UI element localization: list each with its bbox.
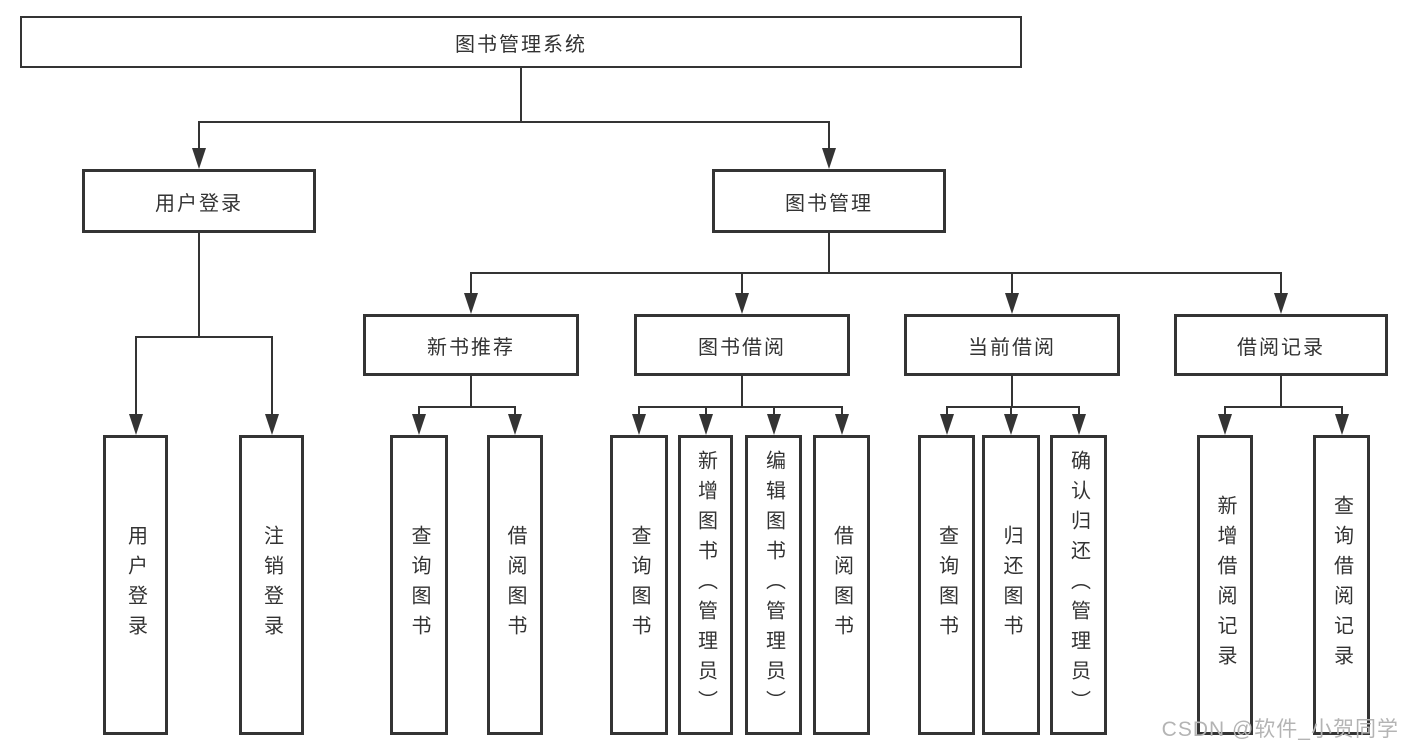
arrow-down-icon xyxy=(698,414,713,435)
node-leaf-add-book: 新增图书（管理员） xyxy=(678,435,733,735)
connector-line xyxy=(1011,376,1013,407)
connector-line xyxy=(470,272,1282,274)
node-new-book-recommend: 新书推荐 xyxy=(363,314,579,376)
node-user-login-group: 用户登录 xyxy=(82,169,316,233)
connector-line xyxy=(1224,406,1343,408)
node-leaf-query-books-a: 查询图书 xyxy=(390,435,448,735)
node-leaf-user-login: 用户登录 xyxy=(103,435,168,735)
node-leaf-logout: 注销登录 xyxy=(239,435,304,735)
connector-line xyxy=(1280,273,1282,297)
connector-line xyxy=(945,406,1080,408)
node-leaf-borrow-books-b: 借阅图书 xyxy=(813,435,870,735)
connector-line xyxy=(1224,407,1226,418)
connector-line xyxy=(198,233,200,337)
connector-line xyxy=(198,121,830,123)
node-leaf-query-borrow-record: 查询借阅记录 xyxy=(1313,435,1370,735)
csdn-watermark: CSDN @软件_小贺同学 xyxy=(1161,718,1399,741)
connector-line xyxy=(1340,407,1343,418)
connector-line xyxy=(418,406,516,408)
connector-line xyxy=(470,273,472,297)
arrow-down-icon xyxy=(735,293,749,314)
arrow-down-icon xyxy=(834,414,849,435)
node-leaf-edit-book: 编辑图书（管理员） xyxy=(745,435,802,735)
arrow-down-icon xyxy=(766,414,781,435)
connector-line xyxy=(198,122,200,152)
connector-line xyxy=(134,336,273,338)
arrow-down-icon xyxy=(464,293,478,314)
connector-line xyxy=(741,376,743,407)
arrow-down-icon xyxy=(1004,414,1018,435)
arrow-down-icon xyxy=(1274,293,1288,314)
connector-line xyxy=(1280,376,1282,407)
connector-line xyxy=(1011,273,1013,297)
arrow-down-icon xyxy=(128,414,143,435)
connector-line xyxy=(945,407,948,418)
connector-line xyxy=(638,407,640,418)
connector-line xyxy=(840,407,843,418)
arrow-down-icon xyxy=(632,414,646,435)
connector-line xyxy=(470,376,472,407)
arrow-down-icon xyxy=(939,414,954,435)
node-current-borrowing: 当前借阅 xyxy=(904,314,1120,376)
node-leaf-return-book: 归还图书 xyxy=(982,435,1040,735)
connector-line xyxy=(134,337,137,418)
arrow-down-icon xyxy=(1334,414,1349,435)
arrow-down-icon xyxy=(822,148,836,169)
node-leaf-borrow-books-a: 借阅图书 xyxy=(487,435,543,735)
node-book-management: 图书管理 xyxy=(712,169,946,233)
arrow-down-icon xyxy=(412,414,426,435)
connector-line xyxy=(828,122,830,152)
connector-line xyxy=(418,407,420,418)
connector-line xyxy=(514,407,516,418)
connector-line xyxy=(704,407,707,418)
connector-line xyxy=(741,273,743,297)
arrow-down-icon xyxy=(1071,414,1086,435)
connector-line xyxy=(520,68,522,122)
connector-line xyxy=(828,233,830,273)
connector-line xyxy=(638,406,843,408)
node-leaf-confirm-return: 确认归还（管理员） xyxy=(1050,435,1107,735)
connector-line xyxy=(772,407,775,418)
node-root: 图书管理系统 xyxy=(20,16,1022,68)
node-book-borrowing: 图书借阅 xyxy=(634,314,850,376)
node-leaf-query-books-c: 查询图书 xyxy=(918,435,975,735)
connector-line xyxy=(1077,407,1080,418)
arrow-down-icon xyxy=(192,148,206,169)
node-leaf-query-books-b: 查询图书 xyxy=(610,435,668,735)
node-borrow-records: 借阅记录 xyxy=(1174,314,1388,376)
arrow-down-icon xyxy=(508,414,522,435)
connector-line xyxy=(270,337,273,418)
arrow-down-icon xyxy=(1218,414,1232,435)
arrow-down-icon xyxy=(1005,293,1019,314)
connector-line xyxy=(1010,407,1012,418)
node-leaf-add-borrow-record: 新增借阅记录 xyxy=(1197,435,1253,735)
arrow-down-icon xyxy=(264,414,279,435)
